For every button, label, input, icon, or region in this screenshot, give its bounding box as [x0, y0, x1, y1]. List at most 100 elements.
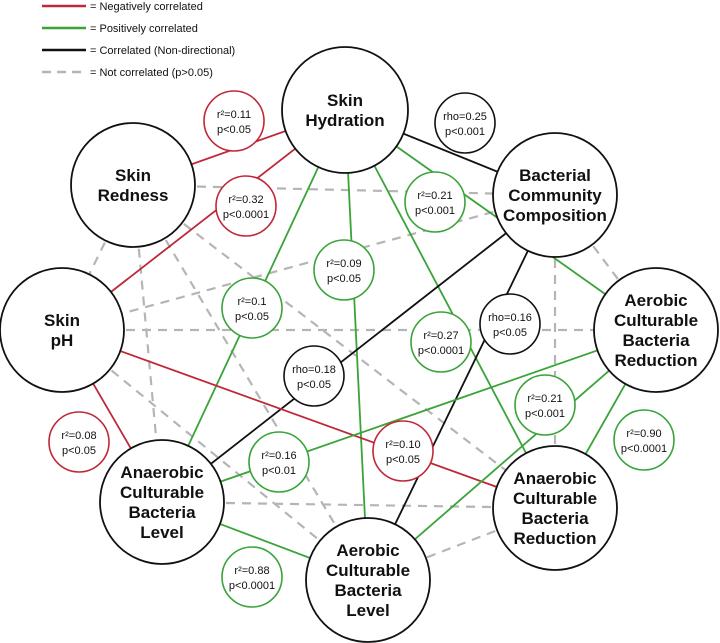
edge-p-value: p<0.05 — [62, 445, 96, 457]
edge-stat-value: r²=0.32 — [228, 194, 263, 206]
node-label-line: Culturable — [326, 561, 410, 580]
legend-item-none: = Not correlated (p>0.05) — [42, 67, 213, 79]
edge-label-hydration-ancbl: r²=0.1p<0.05 — [221, 277, 283, 339]
edge-label-ph-ancbl: r²=0.08 p<0.05 — [48, 411, 110, 473]
node-label-line: Community — [508, 186, 602, 205]
edge-label-acbr-ancbr: r²=0.90 p<0.0001 — [613, 409, 675, 471]
node-label-line: Anaerobic — [120, 463, 203, 482]
edge-stat-value: r²=0.11 — [217, 109, 251, 121]
edge-stat-value: r²=0.88 — [234, 565, 269, 577]
uncorrelated-edge-redness-ancbr — [132, 184, 556, 509]
edge-p-value: p<0.0001 — [229, 580, 275, 592]
edge-stat-value: r²=0.08 — [61, 430, 96, 442]
node-label-line: Hydration — [305, 111, 384, 130]
edge-p-value: p<0.05 — [217, 124, 251, 136]
edge-label-circle — [410, 311, 472, 373]
edge-stat-value: rho=0.25 — [443, 111, 487, 123]
node-label-line: Bacteria — [128, 503, 196, 522]
edge-label-bcc-ancbl: rho=0.18p<0.05 — [283, 345, 345, 407]
node-label-line: Anaerobic — [513, 469, 596, 488]
edge-stat-value: r²=0.21 — [417, 190, 452, 202]
edge-hydration-acbl — [344, 109, 369, 581]
uncorrelated-edge-bcc-acbr — [554, 194, 657, 331]
node-label-line: Aerobic — [624, 291, 687, 310]
edge-label-hydration-ancbr: r²=0.27 p<0.0001 — [410, 311, 472, 373]
edge-stat-value: rho=0.18 — [292, 364, 336, 376]
edge-p-value: p<0.001 — [415, 205, 455, 217]
node-label-line: Bacterial — [519, 166, 591, 185]
edge-acbr-acbl — [367, 329, 657, 581]
node-circle — [99, 439, 225, 565]
edge-stat-value: rho=0.16 — [488, 312, 532, 324]
edge-p-value: p<0.0001 — [621, 443, 667, 455]
legend-item-positive: = Positively correlated — [42, 23, 198, 35]
uncorrelated-edge-bcc-ph — [61, 193, 556, 332]
edge-stat-value: r²=0.09 — [326, 258, 361, 270]
edge-label-circle — [221, 277, 283, 339]
node-label-line: Culturable — [513, 489, 597, 508]
edge-p-value: p<0.05 — [386, 454, 420, 466]
edge-label-circle — [203, 90, 265, 152]
edge-stat-value: r²=0.90 — [626, 428, 661, 440]
node-label-line: Skin — [327, 91, 363, 110]
edge-label-hydration-redness: r²=0.11 p<0.05 — [203, 90, 265, 152]
node-label-line: Culturable — [120, 483, 204, 502]
edge-bcc-acbl — [367, 194, 556, 581]
edge-label-acbr-ancbl: r²=0.16p<0.01 — [248, 431, 310, 493]
edge-acbr-ancbl — [161, 329, 657, 503]
edge-stat-value: r²=0.27 — [423, 330, 458, 342]
edge-label-circle — [404, 171, 466, 233]
node-label-line: pH — [51, 331, 74, 350]
node-label-line: Composition — [503, 206, 607, 225]
edge-p-value: p<0.001 — [525, 408, 565, 420]
uncorrelated-edge-ancbl-ancbr — [161, 500, 556, 510]
edge-label-acbr-acbl: r²=0.21p<0.001 — [514, 374, 576, 436]
uncorrelated-edge-redness-acbl — [132, 184, 369, 581]
legend-item-neutral: = Correlated (Non-directional) — [42, 45, 235, 57]
legend-label: = Negatively correlated — [90, 1, 203, 13]
edge-label-ancbl-acbl: r²=0.88 p<0.0001 — [221, 546, 283, 608]
legend-label: = Not correlated (p>0.05) — [90, 67, 213, 79]
edge-label-circle — [613, 409, 675, 471]
edge-p-value: p<0.05 — [493, 327, 527, 339]
edge-stat-value: r²=0.10 — [385, 439, 420, 451]
variable-nodes: SkinHydrationSkinRednessBacterialCommuni… — [0, 46, 719, 643]
node-label-line: Skin — [115, 166, 151, 185]
node-label-line: Bacteria — [521, 509, 589, 528]
node-circle — [281, 46, 409, 174]
edge-hydration-ancbr — [344, 109, 556, 509]
uncorrelated-edge-ph-acbl — [61, 329, 369, 581]
node-circle — [492, 132, 618, 258]
node-circle — [70, 122, 196, 248]
edge-label-hydration-ph: r²=0.32 p<0.0001 — [215, 175, 277, 237]
node-label-line: Culturable — [614, 311, 698, 330]
node-label-line: Reduction — [614, 351, 697, 370]
node-label-line: Redness — [98, 186, 169, 205]
edge-label-circle — [248, 431, 310, 493]
node-circle — [0, 267, 125, 393]
uncorrelated-edge-redness-bcc — [132, 183, 556, 197]
edge-label-circle — [372, 420, 434, 482]
legend-label: = Positively correlated — [90, 23, 198, 35]
edge-label-circles: r²=0.11 p<0.05 rho=0.25 p<0.001 r²=0.32 p<0.0… — [48, 90, 675, 608]
edge-p-value: p<0.0001 — [418, 345, 464, 357]
edge-ph-ancbr — [61, 329, 556, 509]
edge-label-circle — [48, 411, 110, 473]
edge-stat-value: r²=0.16 — [261, 450, 296, 462]
edge-label-circle — [434, 92, 496, 154]
edge-label-circle — [283, 345, 345, 407]
node-label-line: Aerobic — [336, 541, 399, 560]
edge-p-value: p<0.0001 — [223, 209, 269, 221]
edge-label-ph-ancbr: r²=0.10 p<0.05 — [372, 420, 434, 482]
edge-label-circle — [221, 546, 283, 608]
node-label-line: Reduction — [513, 529, 596, 548]
edge-p-value: p<0.05 — [327, 273, 361, 285]
